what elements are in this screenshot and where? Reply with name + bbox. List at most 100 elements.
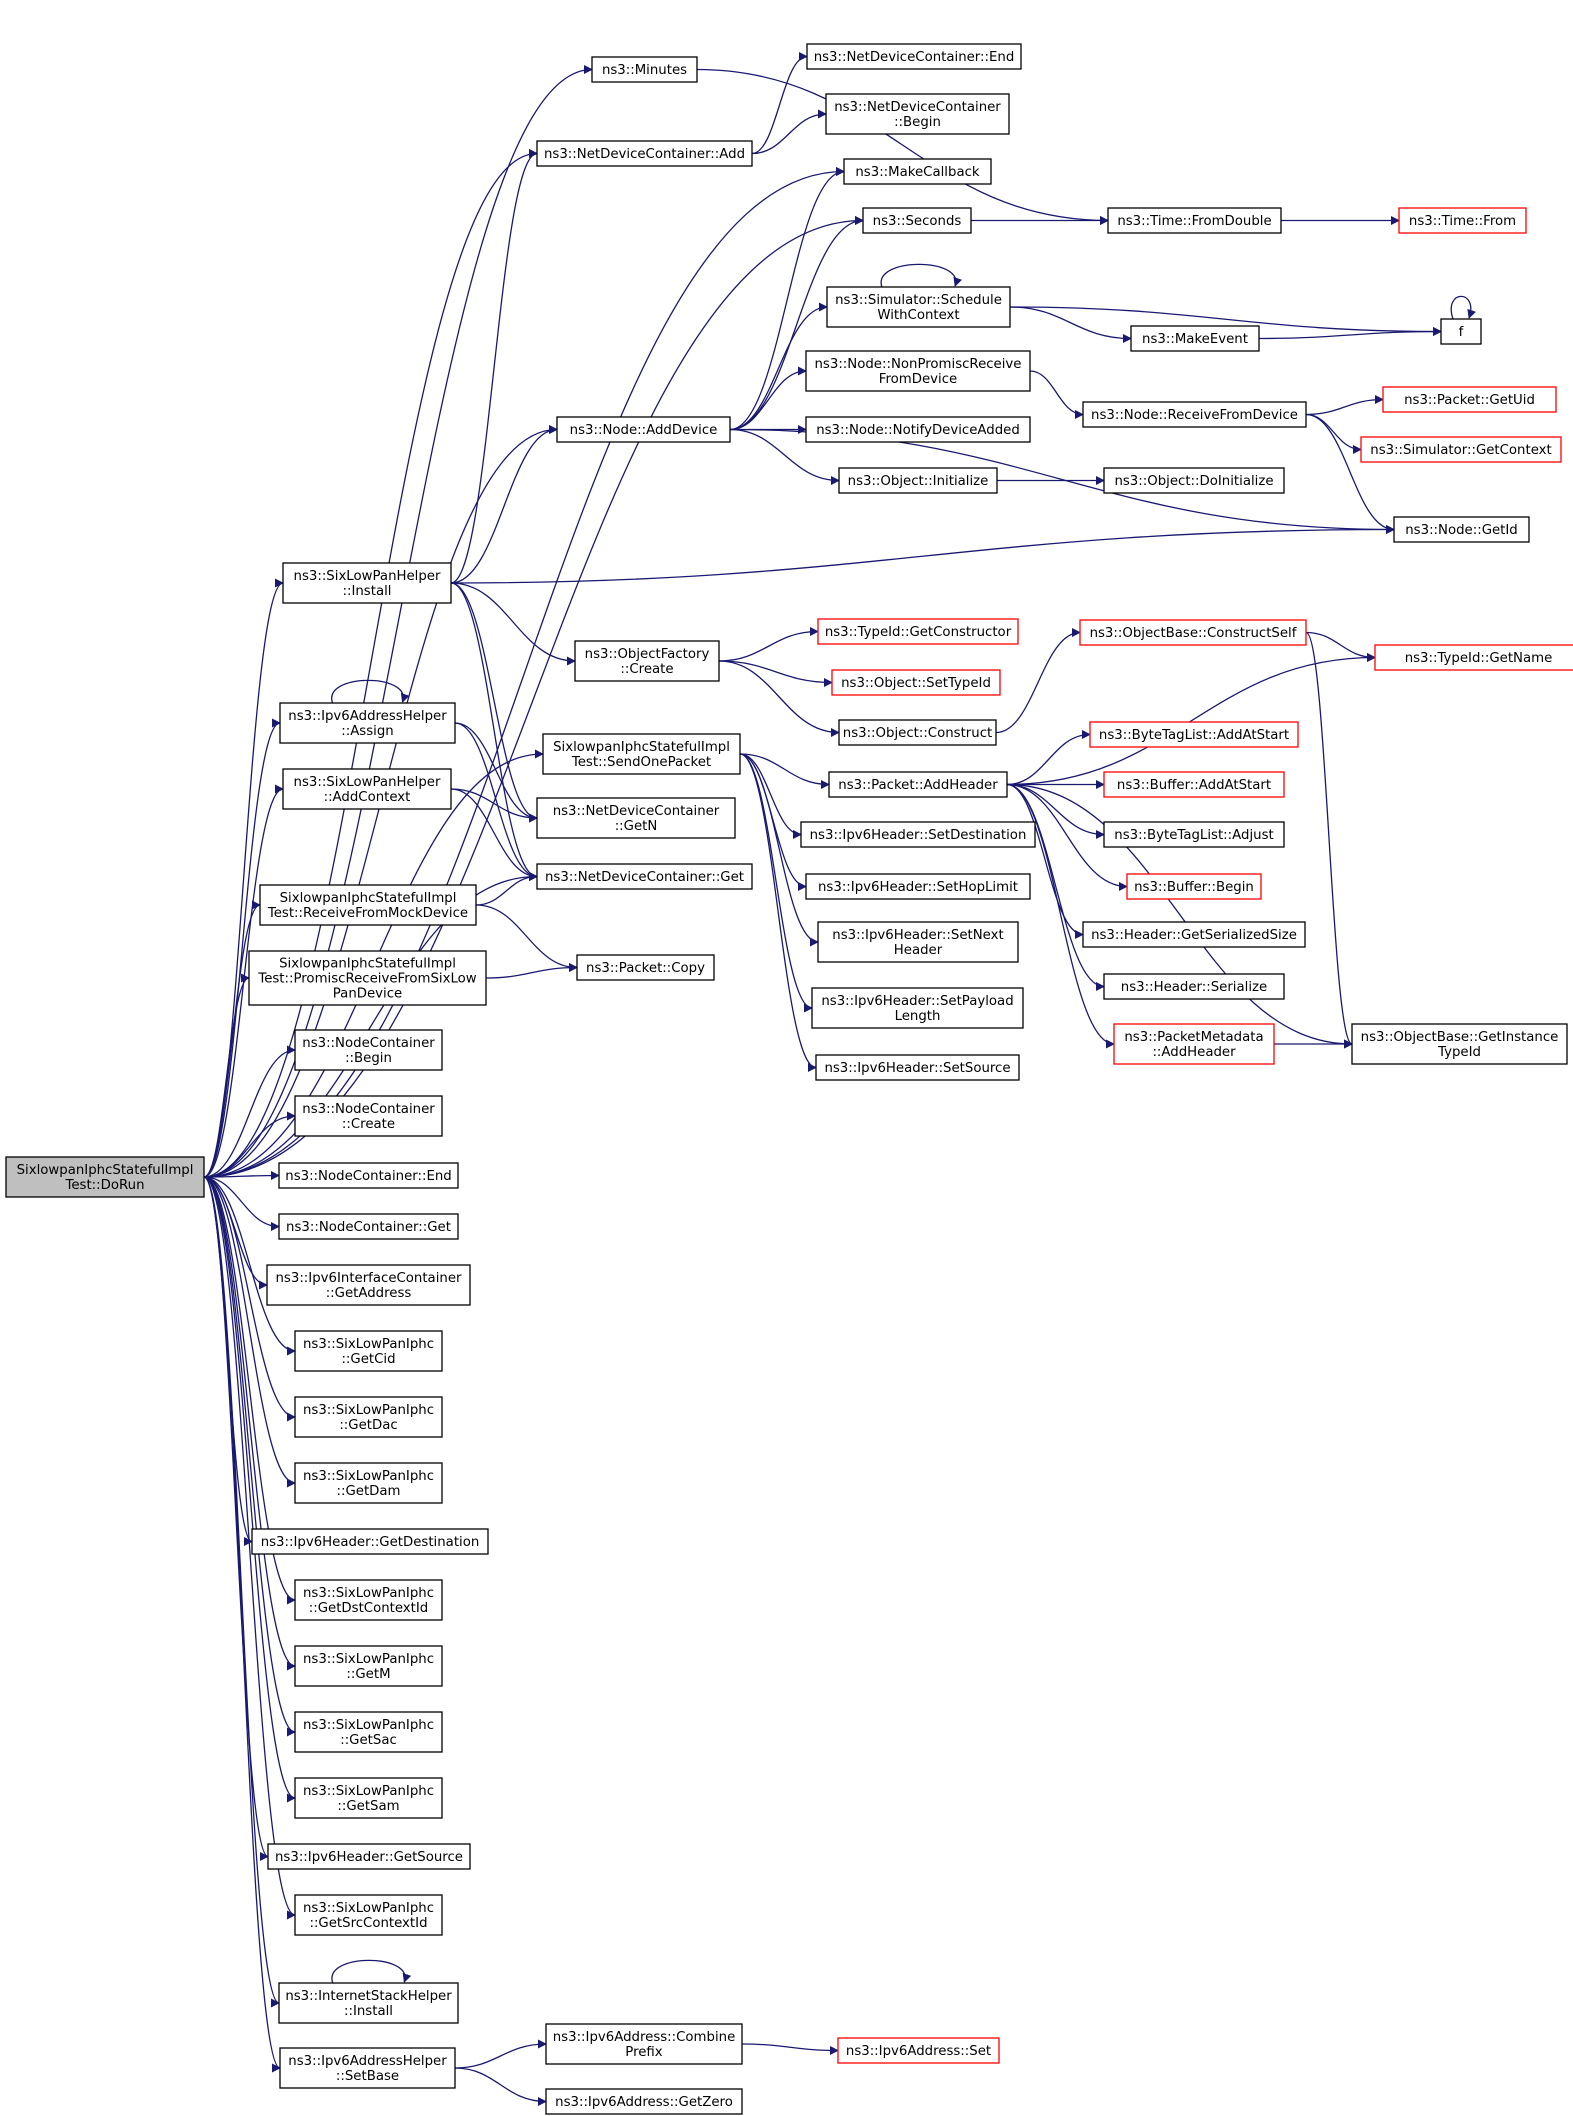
node-box xyxy=(1107,207,1282,234)
node-btl_adjust[interactable]: ns3::ByteTagList::Adjust xyxy=(1103,821,1285,848)
edge-root-to-recvmock xyxy=(203,900,261,1178)
node-box xyxy=(1398,207,1527,234)
node-tid_getctor[interactable]: ns3::TypeId::GetConstructor xyxy=(817,618,1019,645)
node-pkt_getuid[interactable]: ns3::Packet::GetUid xyxy=(1382,386,1557,413)
node-obj_construct[interactable]: ns3::Object::Construct xyxy=(838,719,997,746)
node-ish_install[interactable]: ns3::InternetStackHelper::Install xyxy=(278,1982,459,2024)
node-v6h_getsrc[interactable]: ns3::Ipv6Header::GetSource xyxy=(267,1843,471,1870)
node-v6h_sethop[interactable]: ns3::Ipv6Header::SetHopLimit xyxy=(805,873,1031,900)
node-v6h_setdst[interactable]: ns3::Ipv6Header::SetDestination xyxy=(800,821,1036,848)
node-label: ns3::InternetStackHelper xyxy=(285,1989,452,2004)
node-iphc_getdam[interactable]: ns3::SixLowPanIphc::GetDam xyxy=(294,1462,443,1504)
node-slp_install[interactable]: ns3::SixLowPanHelper::Install xyxy=(282,562,452,604)
node-v6h_setsrc[interactable]: ns3::Ipv6Header::SetSource xyxy=(815,1054,1020,1081)
node-iphc_getsam[interactable]: ns3::SixLowPanIphc::GetSam xyxy=(294,1777,443,1819)
node-pkt_copy[interactable]: ns3::Packet::Copy xyxy=(576,954,715,981)
edge-root-to-ipv6ah_assign xyxy=(203,718,281,1178)
node-buf_begin[interactable]: ns3::Buffer::Begin xyxy=(1126,873,1262,900)
node-adddevice[interactable]: ns3::Node::AddDevice xyxy=(556,416,731,443)
node-label: ns3::Ipv6AddressHelper xyxy=(288,709,447,724)
edge-slp_addctx-to-ndc_getn xyxy=(450,788,538,823)
node-nc_create[interactable]: ns3::NodeContainer::Create xyxy=(294,1095,443,1137)
node-label: ::GetDstContextId xyxy=(309,1601,429,1616)
node-label: ns3::NetDeviceContainer::Add xyxy=(544,147,745,162)
node-box xyxy=(278,1213,459,1240)
node-v6a_getzero[interactable]: ns3::Ipv6Address::GetZero xyxy=(545,2088,743,2115)
edge-recvmock-to-pkt_copy xyxy=(475,904,578,972)
node-label: ns3::Minutes xyxy=(602,63,687,78)
node-ndc_getn[interactable]: ns3::NetDeviceContainer::GetN xyxy=(536,797,736,839)
node-hdr_serialize[interactable]: ns3::Header::Serialize xyxy=(1103,973,1285,1000)
edge-root-to-iphc_getsam xyxy=(203,1176,296,1803)
node-btl_addatstart[interactable]: ns3::ByteTagList::AddAtStart xyxy=(1089,721,1299,748)
node-ipv6ah_setbase[interactable]: ns3::Ipv6AddressHelper::SetBase xyxy=(279,2047,456,2089)
node-v6ic_getaddr[interactable]: ns3::Ipv6InterfaceContainer::GetAddress xyxy=(266,1264,471,1306)
node-nc_get[interactable]: ns3::NodeContainer::Get xyxy=(278,1213,459,1240)
node-makeevent[interactable]: ns3::MakeEvent xyxy=(1130,325,1260,352)
node-recvmock[interactable]: SixlowpanIphcStatefulImplTest::ReceiveFr… xyxy=(259,884,477,926)
node-label: ns3::Object::Construct xyxy=(843,726,992,741)
node-label: ns3::Simulator::GetContext xyxy=(1370,443,1551,458)
node-sendonepacket[interactable]: SixlowpanIphcStatefulImplTest::SendOnePa… xyxy=(542,733,741,775)
node-slp_addctx[interactable]: ns3::SixLowPanHelper::AddContext xyxy=(282,768,452,810)
node-seconds[interactable]: ns3::Seconds xyxy=(862,207,972,234)
node-buf_addatstart[interactable]: ns3::Buffer::AddAtStart xyxy=(1103,771,1285,798)
node-pkt_addheader[interactable]: ns3::Packet::AddHeader xyxy=(828,771,1008,798)
node-ndc_end[interactable]: ns3::NetDeviceContainer::End xyxy=(806,43,1022,70)
edge-root-to-slp_install xyxy=(203,578,284,1178)
node-ndc_get[interactable]: ns3::NetDeviceContainer::Get xyxy=(536,863,753,890)
node-time_fromdouble[interactable]: ns3::Time::FromDouble xyxy=(1107,207,1282,234)
node-label: Test::DoRun xyxy=(64,1178,144,1193)
node-iphc_getcid[interactable]: ns3::SixLowPanIphc::GetCid xyxy=(294,1330,443,1372)
node-box xyxy=(1126,873,1262,900)
node-minutes[interactable]: ns3::Minutes xyxy=(591,56,698,83)
node-label: ::GetN xyxy=(615,819,658,834)
node-recvfromdev[interactable]: ns3::Node::ReceiveFromDevice xyxy=(1082,401,1307,428)
node-iphc_getsrcctx[interactable]: ns3::SixLowPanIphc::GetSrcContextId xyxy=(294,1894,443,1936)
node-box xyxy=(828,771,1008,798)
node-pm_addheader[interactable]: ns3::PacketMetadata::AddHeader xyxy=(1113,1023,1275,1065)
node-iphc_getsac[interactable]: ns3::SixLowPanIphc::GetSac xyxy=(294,1711,443,1753)
node-time_from[interactable]: ns3::Time::From xyxy=(1398,207,1527,234)
node-nc_begin[interactable]: ns3::NodeContainer::Begin xyxy=(294,1029,443,1071)
node-tid_getname[interactable]: ns3::TypeId::GetName xyxy=(1374,644,1573,671)
node-ipv6ah_assign[interactable]: ns3::Ipv6AddressHelper::Assign xyxy=(279,702,456,744)
node-iphc_getdstctx[interactable]: ns3::SixLowPanIphc::GetDstContextId xyxy=(294,1579,443,1621)
node-f[interactable]: f xyxy=(1440,318,1482,345)
node-makecallback[interactable]: ns3::MakeCallback xyxy=(843,158,992,185)
node-hdr_getsize[interactable]: ns3::Header::GetSerializedSize xyxy=(1082,921,1306,948)
node-iphc_getdac[interactable]: ns3::SixLowPanIphc::GetDac xyxy=(294,1396,443,1438)
node-box xyxy=(294,1396,443,1438)
node-obj_doinit[interactable]: ns3::Object::DoInitialize xyxy=(1103,467,1285,494)
node-obj_init[interactable]: ns3::Object::Initialize xyxy=(838,467,998,494)
node-label: ns3::SixLowPanIphc xyxy=(303,1469,434,1484)
node-v6a_set[interactable]: ns3::Ipv6Address::Set xyxy=(837,2037,1000,2064)
edge-sendonepacket-to-v6h_setdst xyxy=(739,753,802,839)
node-obj_settypeid[interactable]: ns3::Object::SetTypeId xyxy=(831,669,1001,696)
node-node_getid[interactable]: ns3::Node::GetId xyxy=(1393,516,1530,543)
node-box xyxy=(545,2088,743,2115)
edge-root-to-makecallback xyxy=(203,167,845,1178)
node-promiscrecv[interactable]: SixlowpanIphcStatefulImplTest::PromiscRe… xyxy=(248,950,487,1006)
node-objfactory[interactable]: ns3::ObjectFactory::Create xyxy=(574,640,720,682)
node-objbase_cs[interactable]: ns3::ObjectBase::ConstructSelf xyxy=(1079,619,1307,646)
edge-root-to-nc_get xyxy=(203,1176,280,1231)
node-label: ns3::Time::From xyxy=(1409,214,1516,229)
node-ndc_begin[interactable]: ns3::NetDeviceContainer::Begin xyxy=(825,93,1010,135)
node-iphc_getm[interactable]: ns3::SixLowPanIphc::GetM xyxy=(294,1645,443,1687)
node-notifydev[interactable]: ns3::Node::NotifyDeviceAdded xyxy=(805,416,1031,443)
node-box xyxy=(279,2047,456,2089)
edge-ndc_add-to-ndc_end xyxy=(751,52,808,155)
node-ndc_add[interactable]: ns3::NetDeviceContainer::Add xyxy=(536,140,753,167)
node-nc_end[interactable]: ns3::NodeContainer::End xyxy=(278,1162,459,1189)
node-v6h_getdst[interactable]: ns3::Ipv6Header::GetDestination xyxy=(251,1528,489,1555)
node-box xyxy=(574,640,720,682)
node-sim_getctx[interactable]: ns3::Simulator::GetContext xyxy=(1360,436,1562,463)
